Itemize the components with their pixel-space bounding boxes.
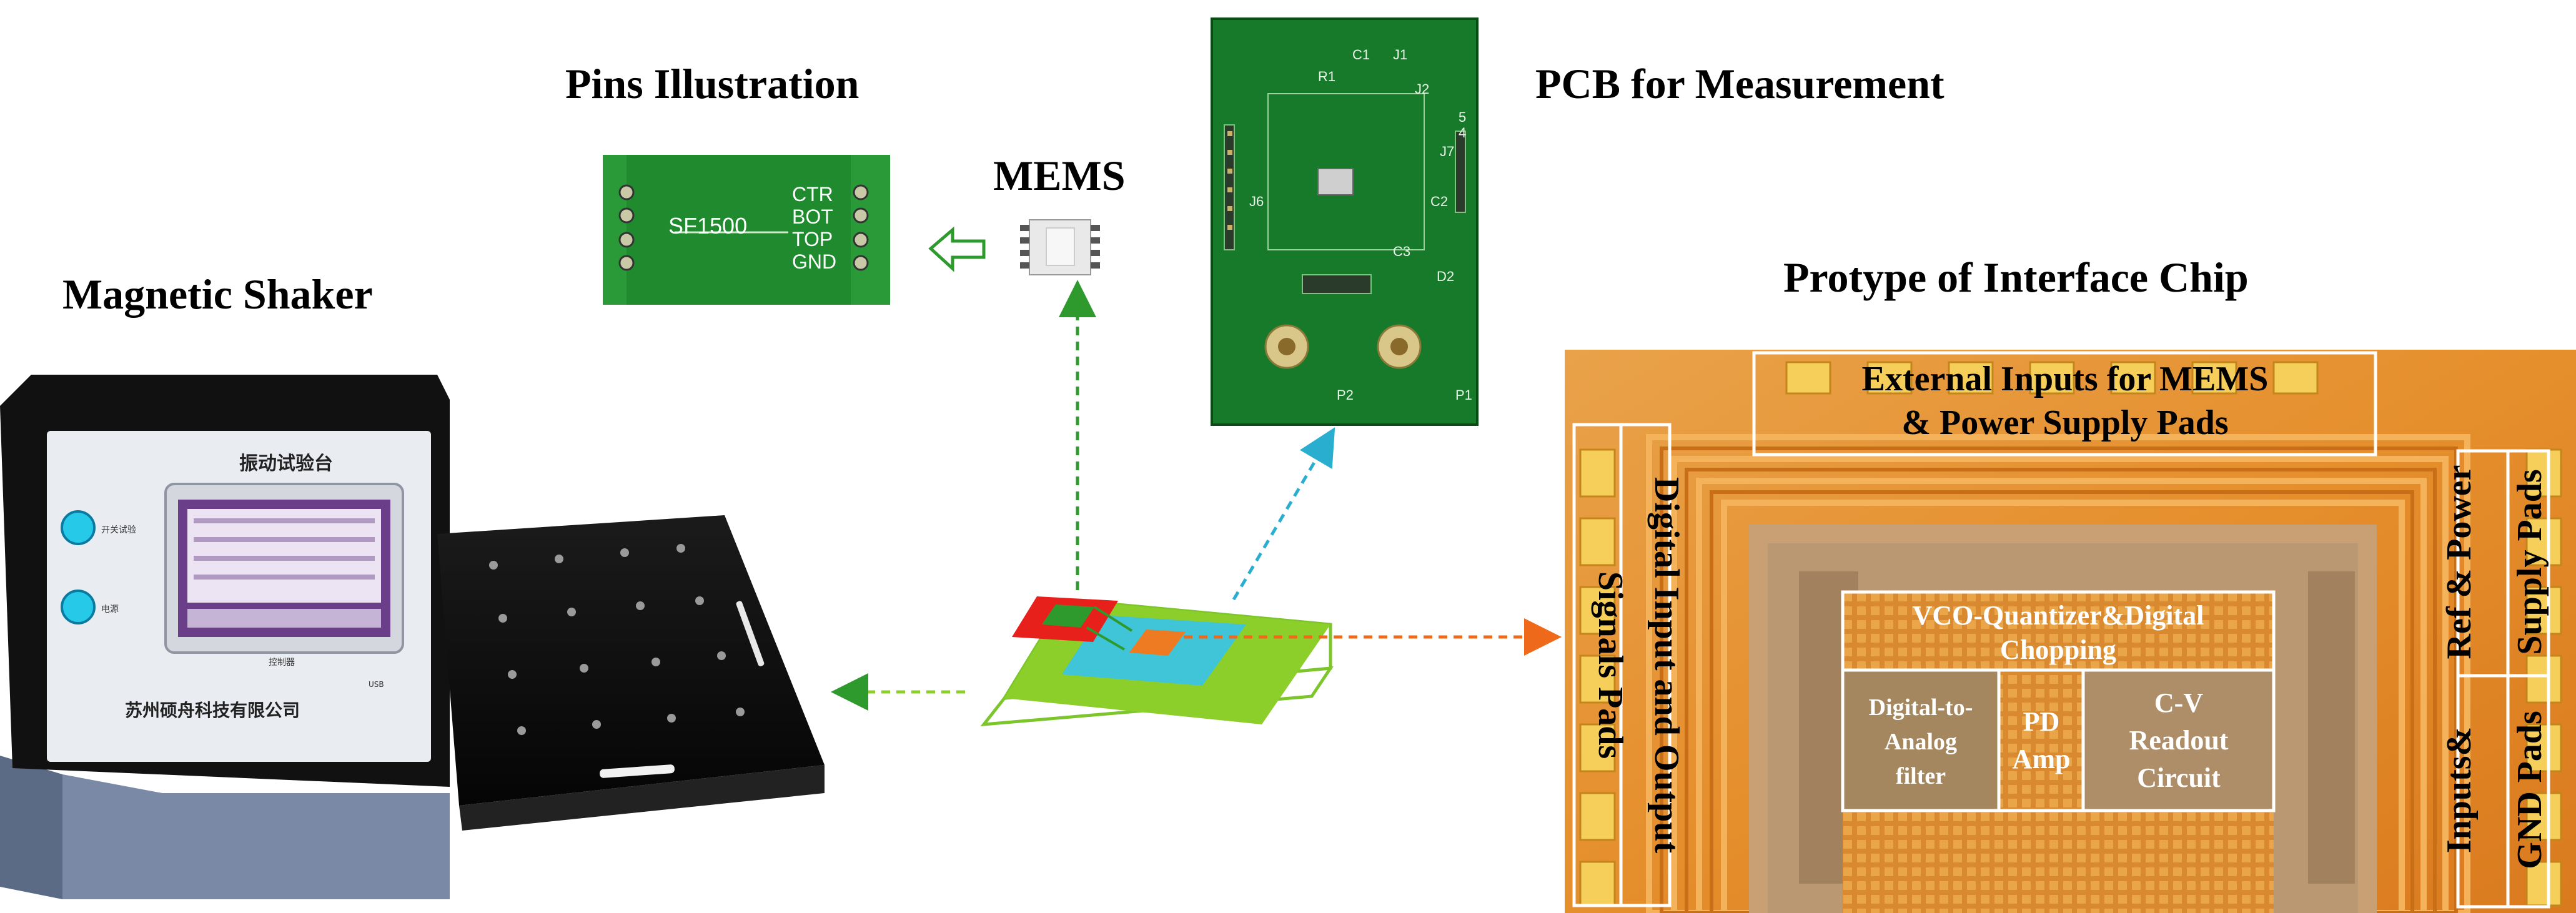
dac-filter-label-line3: filter <box>1896 763 1946 789</box>
pins-board-pcb <box>603 155 890 305</box>
magnetic-shaker-title: Magnetic Shaker <box>62 270 373 318</box>
pcb-label: D2 <box>1437 269 1454 284</box>
interface-chip-die <box>1565 350 2576 913</box>
pcb-label: C1 <box>1352 47 1370 62</box>
external-inputs-label-line2: & Power Supply Pads <box>1901 403 2228 442</box>
mems-title: MEMS <box>993 152 1126 199</box>
pcb-label: 4 <box>1459 125 1466 141</box>
pins-board: SF1500 CTR BOT TOP GND <box>603 155 890 305</box>
shaker-base <box>62 774 450 899</box>
ref-power-label: Ref & Power <box>2440 465 2479 659</box>
pcb-sensor-chip <box>1317 168 1354 195</box>
magnetic-shaker-photo: 振动试验台 开关试验 电源 控制器 USB 苏州硕舟科技有限公司 <box>0 375 825 899</box>
inputs-gnd-label-line2: GND Pads <box>2510 711 2549 869</box>
pcb-label: J6 <box>1249 194 1264 209</box>
shaker-brand: 苏州硕舟科技有限公司 <box>125 700 300 721</box>
pd-amp-label-line2: Amp <box>2013 744 2071 774</box>
dac-filter-label-line2: Analog <box>1885 729 1957 755</box>
pcb-board <box>1212 19 1477 425</box>
assembly-diagram <box>980 596 1334 726</box>
shaker-test-button <box>61 510 96 545</box>
pins-illustration-title: Pins Illustration <box>565 60 859 107</box>
pd-amp-label: PD <box>2023 706 2060 737</box>
shaker-usb-label: USB <box>369 680 384 689</box>
digital-io-label: Digital Input and Output <box>1647 477 1686 854</box>
pcb-label: J2 <box>1415 81 1429 97</box>
pin-label: TOP <box>792 228 833 250</box>
inputs-gnd-label: Inputs& <box>2440 727 2479 853</box>
shaker-test-button-label: 开关试验 <box>101 525 136 535</box>
pin-label: CTR <box>792 183 833 205</box>
shaker-controller-label: 控制器 <box>269 658 295 668</box>
pcb-label: C2 <box>1430 194 1448 209</box>
diagram-mems-die <box>1042 605 1094 628</box>
vco-quantizer-label: VCO-Quantizer&Digital <box>1913 600 2204 631</box>
diagram-interface-chip <box>1129 629 1186 656</box>
pcb-label: 5 <box>1459 109 1466 125</box>
pins-board-part: SF1500 <box>668 213 747 239</box>
arrow-to-pcb <box>1232 427 1335 601</box>
pcb-title: PCB for Measurement <box>1535 60 1944 107</box>
measurement-pcb-photo: C1 J1 R1 J2 J7 C2 C3 J6 D2 P1 P2 5 4 <box>1211 17 1479 426</box>
pcb-label: C3 <box>1393 244 1410 259</box>
cv-readout-label: C-V <box>2154 688 2203 718</box>
vco-quantizer-label-line2: Chopping <box>2000 634 2116 665</box>
pin-label: BOT <box>792 205 833 228</box>
pcb-label: P2 <box>1337 387 1354 403</box>
hollow-arrow-left-icon <box>928 226 986 272</box>
chip-title: Protype of Interface Chip <box>1783 254 2249 301</box>
ref-power-label-line2: Supply Pads <box>2510 469 2549 654</box>
digital-io-label-line2: Signals Pads <box>1591 571 1630 759</box>
cv-readout-label-line2: Readout <box>2129 725 2229 756</box>
pcb-label: J1 <box>1393 47 1407 62</box>
dac-filter-label: Digital-to- <box>1869 694 1973 721</box>
external-inputs-label: External Inputs for MEMS <box>1862 360 2269 398</box>
shaker-panel-title: 振动试验台 <box>239 453 333 475</box>
mems-chip-photo <box>1020 219 1100 275</box>
pcb-label: P1 <box>1455 387 1472 403</box>
cv-readout-label-line3: Circuit <box>2137 762 2221 793</box>
shaker-vibration-table <box>437 515 825 806</box>
shaker-power-button <box>61 590 96 624</box>
chip-annotation-boxes <box>1572 351 2550 909</box>
pcb-label: R1 <box>1318 69 1335 84</box>
shaker-power-button-label: 电源 <box>101 605 119 614</box>
pcb-label: J7 <box>1440 144 1454 159</box>
pin-label: GND <box>792 250 836 273</box>
